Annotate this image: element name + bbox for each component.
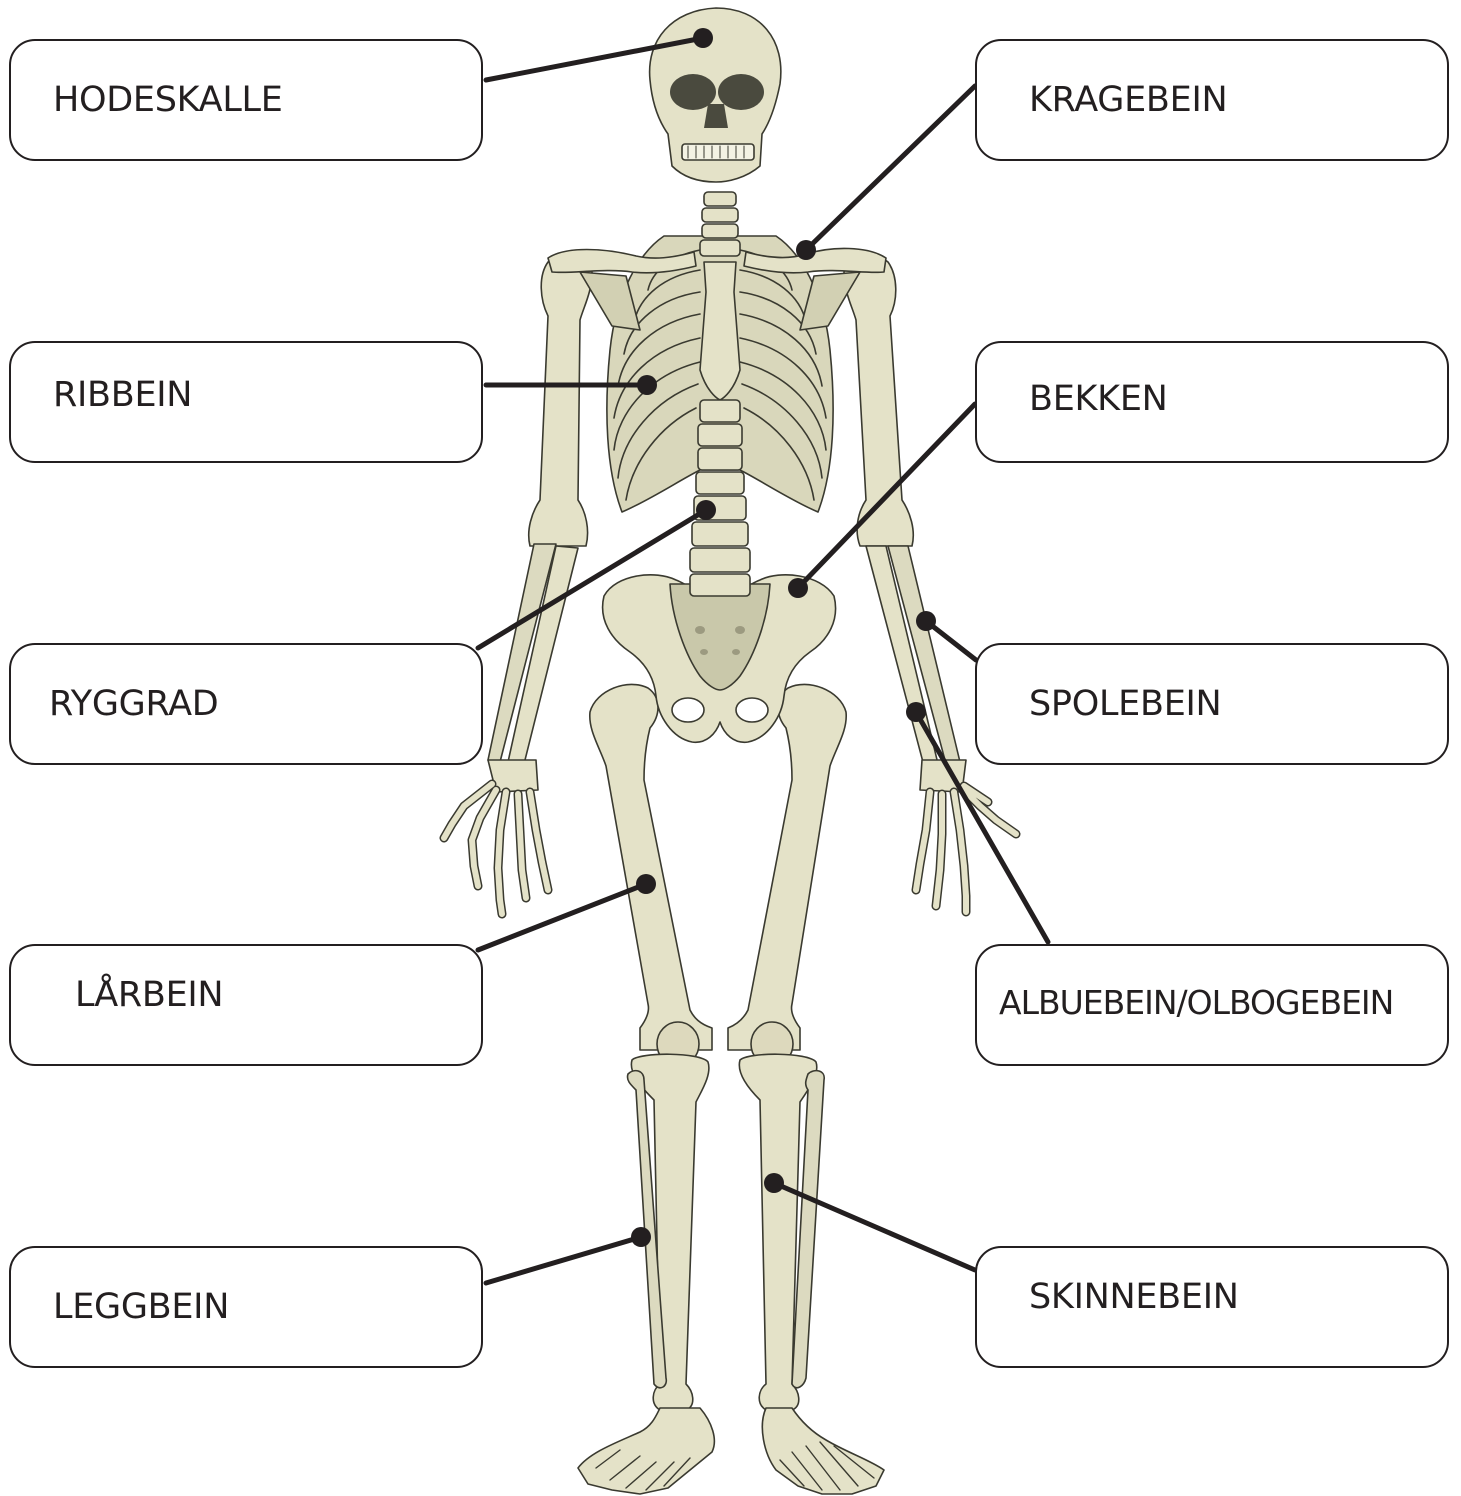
label-leggbein: LEGGBEIN [53,1287,229,1327]
dot-bekken [788,578,808,598]
label-box-kragebein: KRAGEBEIN [975,39,1449,161]
right-foot [762,1408,884,1494]
label-albuebein: ALBUEBEIN/OLBOGEBEIN [999,983,1393,1022]
dot-larbein [636,874,656,894]
label-box-hodeskalle: HODESKALLE [9,39,483,161]
dot-hodeskalle [693,28,713,48]
label-larbein: LÅRBEIN [75,975,223,1015]
left-foot [578,1408,714,1494]
label-box-albuebein: ALBUEBEIN/OLBOGEBEIN [975,944,1449,1066]
left-humerus [529,257,592,546]
label-hodeskalle: HODESKALLE [53,80,283,120]
dot-ribbein [637,375,657,395]
skull [650,8,781,182]
label-box-skinnebein: SKINNEBEIN [975,1246,1449,1368]
label-kragebein: KRAGEBEIN [1029,80,1227,120]
sternum [700,262,740,400]
leader-leggbein [486,1237,641,1283]
label-box-leggbein: LEGGBEIN [9,1246,483,1368]
label-ryggrad: RYGGRAD [49,684,218,724]
dot-spolebein [916,611,936,631]
right-hand [916,760,1016,912]
leader-kragebein [806,86,975,250]
label-ribbein: RIBBEIN [53,375,192,415]
dot-skinnebein [764,1173,784,1193]
label-spolebein: SPOLEBEIN [1029,684,1221,724]
label-box-spolebein: SPOLEBEIN [975,643,1449,765]
label-skinnebein: SKINNEBEIN [1029,1277,1239,1317]
label-box-bekken: BEKKEN [975,341,1449,463]
label-box-ryggrad: RYGGRAD [9,643,483,765]
dot-kragebein [796,240,816,260]
dot-leggbein [631,1227,651,1247]
label-box-ribbein: RIBBEIN [9,341,483,463]
dot-albuebein [906,702,926,722]
label-box-larbein: LÅRBEIN [9,944,483,1066]
label-bekken: BEKKEN [1029,379,1168,419]
dot-ryggrad [696,500,716,520]
left-hand [444,760,548,914]
